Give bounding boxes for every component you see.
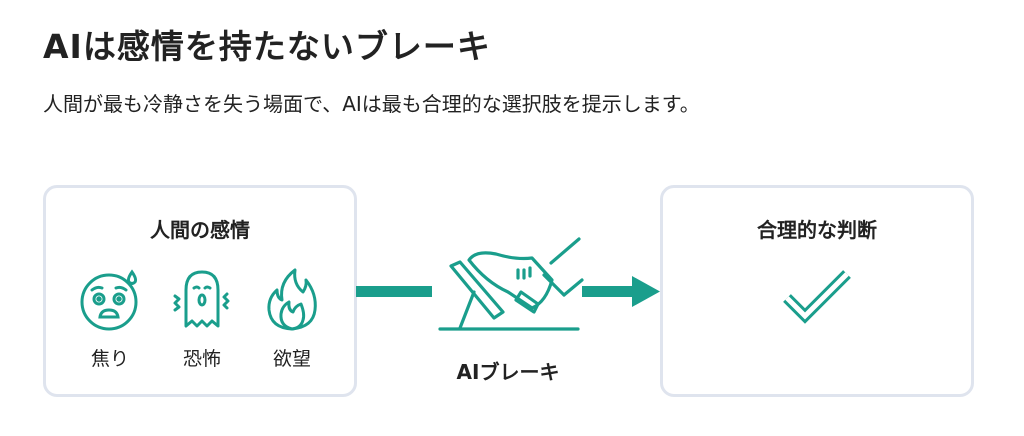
ghost-icon xyxy=(173,270,230,328)
connector-line xyxy=(356,286,432,297)
anxious-face-icon xyxy=(80,269,138,331)
emotion-label: 焦り xyxy=(90,348,129,370)
human-emotions-box: 人間の感情 焦り 恐怖 欲望 xyxy=(43,185,357,397)
human-emotions-title: 人間の感情 xyxy=(150,218,250,242)
emotion-label: 恐怖 xyxy=(182,348,221,370)
flow-connector xyxy=(356,237,660,331)
arrow-head-icon xyxy=(632,276,660,307)
ai-brake-label: AIブレーキ xyxy=(456,360,560,384)
page-subtitle: 人間が最も冷静さを失う場面で、AIは最も合理的な選択肢を提示します。 xyxy=(43,92,700,116)
emotion-desire: 欲望 xyxy=(252,266,332,371)
emotion-label: 欲望 xyxy=(272,348,311,370)
emotion-anxiety: 焦り xyxy=(70,266,150,371)
emotion-fear: 恐怖 xyxy=(162,266,242,371)
arrow-shaft xyxy=(582,286,634,297)
checkmark-icon xyxy=(783,270,851,324)
page-title: AIは感情を持たないブレーキ xyxy=(43,27,491,66)
rational-judgment-title: 合理的な判断 xyxy=(757,218,877,242)
brake-pedal-icon xyxy=(438,237,584,331)
flame-icon xyxy=(267,268,317,331)
rational-judgment-box: 合理的な判断 xyxy=(660,185,974,397)
